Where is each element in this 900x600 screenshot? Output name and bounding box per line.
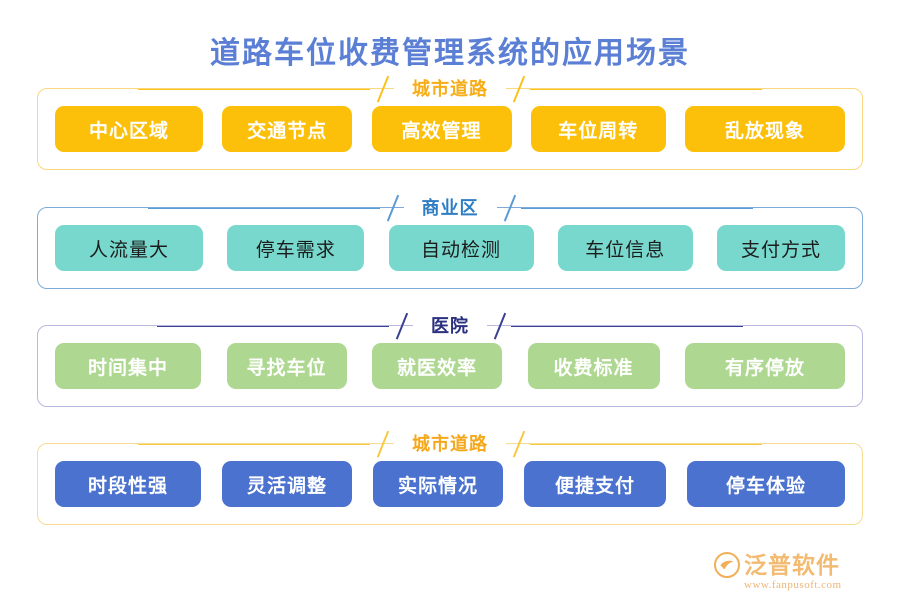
section-header-city-road-bottom: 城市道路 xyxy=(38,429,862,459)
header-slash-right-icon xyxy=(497,193,521,223)
watermark-brand-row: 泛普软件 xyxy=(714,551,840,578)
chip-item[interactable]: 有序停放 xyxy=(685,343,845,389)
header-rule-right xyxy=(511,325,743,327)
chip-item[interactable]: 乱放现象 xyxy=(685,106,845,152)
header-slash-right-icon xyxy=(506,74,530,104)
header-rule-left xyxy=(147,207,380,209)
chip-row: 人流量大 停车需求 自动检测 车位信息 支付方式 xyxy=(55,225,845,271)
section-title: 商业区 xyxy=(403,198,497,218)
section-header-hospital: 医院 xyxy=(38,311,862,341)
chip-item[interactable]: 人流量大 xyxy=(55,225,203,271)
section-title: 城市道路 xyxy=(394,434,506,454)
header-rule-right xyxy=(530,88,762,90)
chip-item[interactable]: 时段性强 xyxy=(55,461,201,507)
header-slash-right-icon xyxy=(487,311,511,341)
watermark: 泛普软件 www.fanpusoft.com xyxy=(714,548,882,594)
chip-item[interactable]: 收费标准 xyxy=(527,343,660,389)
watermark-url: www.fanpusoft.com xyxy=(744,578,842,591)
header-rule-right xyxy=(520,207,753,209)
chip-item[interactable]: 就医效率 xyxy=(372,343,502,389)
section-title: 医院 xyxy=(413,316,487,336)
section-header-commercial-district: 商业区 xyxy=(38,193,862,223)
section-hospital: 医院 时间集中 寻找车位 就医效率 收费标准 有序停放 xyxy=(37,316,863,407)
header-rule-left xyxy=(138,443,370,445)
chip-item[interactable]: 停车需求 xyxy=(227,225,365,271)
chip-item[interactable]: 支付方式 xyxy=(717,225,845,271)
chip-item[interactable]: 灵活调整 xyxy=(222,461,352,507)
section-city-road-top: 城市道路 中心区域 交通节点 高效管理 车位周转 乱放现象 xyxy=(37,79,863,170)
chip-item[interactable]: 便捷支付 xyxy=(524,461,666,507)
header-slash-left-icon xyxy=(370,74,394,104)
header-rule-left xyxy=(138,88,370,90)
page-title: 道路车位收费管理系统的应用场景 xyxy=(210,37,690,70)
header-rule-left xyxy=(157,325,389,327)
section-city-road-bottom: 城市道路 时段性强 灵活调整 实际情况 便捷支付 停车体验 xyxy=(37,434,863,525)
chip-row: 时段性强 灵活调整 实际情况 便捷支付 停车体验 xyxy=(55,461,845,507)
header-rule-right xyxy=(530,443,762,445)
header-slash-left-icon xyxy=(380,193,404,223)
header-slash-left-icon xyxy=(389,311,413,341)
header-slash-left-icon xyxy=(370,429,394,459)
chip-item[interactable]: 车位周转 xyxy=(530,106,666,152)
chip-item[interactable]: 高效管理 xyxy=(371,106,512,152)
chip-item[interactable]: 车位信息 xyxy=(557,225,693,271)
chip-item[interactable]: 实际情况 xyxy=(373,461,503,507)
fanpu-logo-icon xyxy=(714,551,740,578)
chip-row: 中心区域 交通节点 高效管理 车位周转 乱放现象 xyxy=(55,106,845,152)
chip-item[interactable]: 交通节点 xyxy=(222,106,353,152)
chip-item[interactable]: 自动检测 xyxy=(388,225,534,271)
chip-item[interactable]: 时间集中 xyxy=(55,343,201,389)
section-title: 城市道路 xyxy=(394,79,506,99)
section-commercial-district: 商业区 人流量大 停车需求 自动检测 车位信息 支付方式 xyxy=(37,198,863,289)
chip-item[interactable]: 中心区域 xyxy=(55,106,203,152)
chip-item[interactable]: 寻找车位 xyxy=(226,343,347,389)
header-slash-right-icon xyxy=(506,429,530,459)
section-header-city-road-top: 城市道路 xyxy=(38,74,862,104)
chip-row: 时间集中 寻找车位 就医效率 收费标准 有序停放 xyxy=(55,343,845,389)
watermark-brand-text: 泛普软件 xyxy=(744,551,840,578)
chip-item[interactable]: 停车体验 xyxy=(687,461,845,507)
